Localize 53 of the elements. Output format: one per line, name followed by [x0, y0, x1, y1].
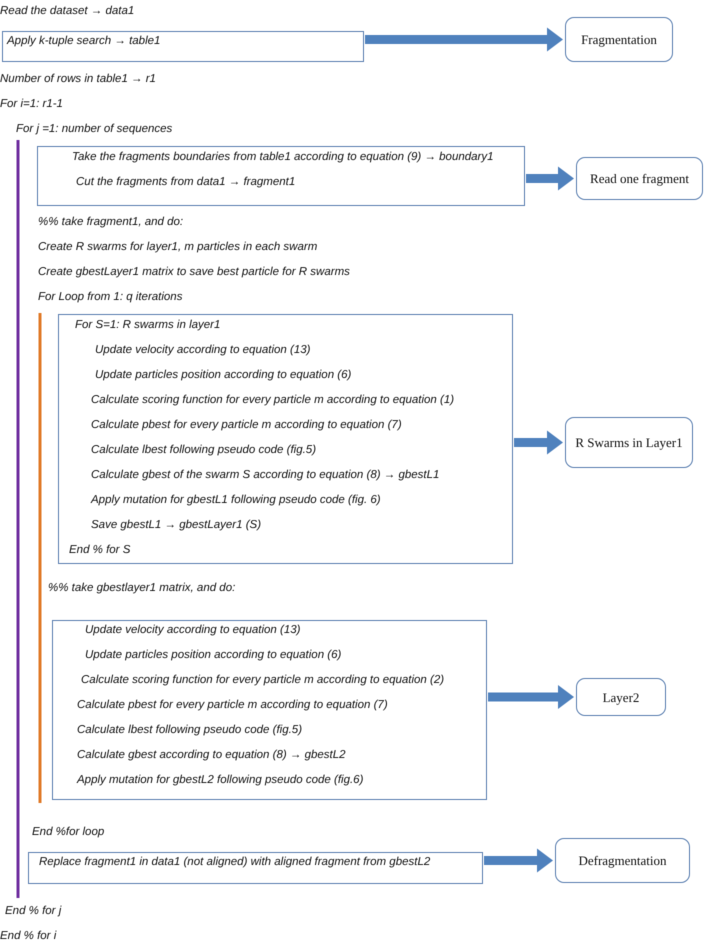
stage-label: Defragmentation: [578, 852, 667, 870]
pseudo-code-line: Apply mutation for gbestL2 following pseudo code (fig.6): [77, 774, 364, 786]
pseudo-code-line: Calculate gbest according to equation (8) → gbestL2: [77, 749, 346, 761]
pseudo-code-line: Read the dataset → data1: [0, 5, 134, 17]
stage-label: Fragmentation: [581, 31, 657, 49]
block-arrow: [484, 848, 553, 872]
stage-box: [565, 17, 673, 62]
stage-box: [555, 838, 690, 883]
pseudo-code-box: [2, 31, 364, 62]
stage-box: [576, 678, 666, 716]
pseudo-code-line: Update particles position according to equation (6): [95, 369, 352, 381]
pseudo-code-line: Apply k-tuple search → table1: [7, 35, 160, 47]
pseudo-code-line: Update velocity according to equation (13): [95, 344, 310, 356]
pseudo-code-line: Create R swarms for layer1, m particles in each swarm: [38, 241, 318, 253]
pseudo-code-line: For i=1: r1-1: [0, 98, 63, 110]
pseudo-code-line: Calculate gbest of the swarm S according to equation (8) → gbestL1: [91, 469, 440, 481]
block-arrow: [488, 685, 574, 709]
pseudo-code-line: Calculate lbest following pseudo code (fig.5): [77, 724, 302, 736]
pseudo-code-line: Calculate pbest for every particle m according to equation (7): [91, 419, 402, 431]
block-arrow: [514, 430, 563, 454]
pseudo-code-line: End % for j: [5, 905, 62, 917]
pseudo-code-line: %% take gbestlayer1 matrix, and do:: [48, 582, 236, 594]
pseudo-code-line: For S=1: R swarms in layer1: [75, 319, 220, 331]
pseudo-code-line: Create gbestLayer1 matrix to save best particle for R swarms: [38, 266, 350, 278]
pseudo-code-box: [28, 852, 483, 884]
pseudo-code-line: Calculate pbest for every particle m according to equation (7): [77, 699, 388, 711]
pseudo-code-line: Update particles position according to equation (6): [85, 649, 342, 661]
block-arrow: [526, 166, 574, 190]
pseudo-code-line: End %for loop: [32, 826, 104, 838]
pseudo-code-line: Apply mutation for gbestL1 following pseudo code (fig. 6): [91, 494, 381, 506]
pseudo-code-box: [58, 314, 513, 564]
pseudo-code-line: %% take fragment1, and do:: [38, 216, 184, 228]
pseudo-code-line: End % for i: [0, 930, 56, 942]
stage-box: [576, 157, 703, 200]
pseudo-code-box: [37, 146, 525, 206]
pseudo-code-line: Replace fragment1 in data1 (not aligned) with aligned fragment from gbestL2: [39, 856, 430, 868]
stage-label: Layer2: [602, 688, 640, 707]
pseudo-code-line: End % for S: [69, 544, 130, 556]
pseudo-code-line: Cut the fragments from data1 → fragment1: [76, 176, 296, 188]
pseudo-code-line: Take the fragments boundaries from table1 according to equation (9) → boundary1: [72, 151, 494, 163]
stage-label: Read one fragment: [590, 170, 689, 188]
pseudo-code-line: Calculate scoring function for every particle m according to equation (1): [91, 394, 454, 406]
pseudo-code-line: For j =1: number of sequences: [16, 123, 172, 135]
pseudo-code-box: [52, 620, 487, 800]
pseudo-code-line: Save gbestL1 → gbestLayer1 (S): [91, 519, 262, 531]
pseudo-code-line: Calculate scoring function for every particle m according to equation (2): [81, 674, 444, 686]
pseudo-code-line: Number of rows in table1 → r1: [0, 73, 156, 85]
pseudo-code-line: Calculate lbest following pseudo code (fig.5): [91, 444, 316, 456]
stage-box: [565, 417, 693, 468]
block-arrow: [365, 28, 563, 52]
pseudo-code-line: Update velocity according to equation (13): [85, 624, 300, 636]
pseudo-code-line: For Loop from 1: q iterations: [38, 291, 182, 303]
stage-label: R Swarms in Layer1: [575, 434, 683, 452]
